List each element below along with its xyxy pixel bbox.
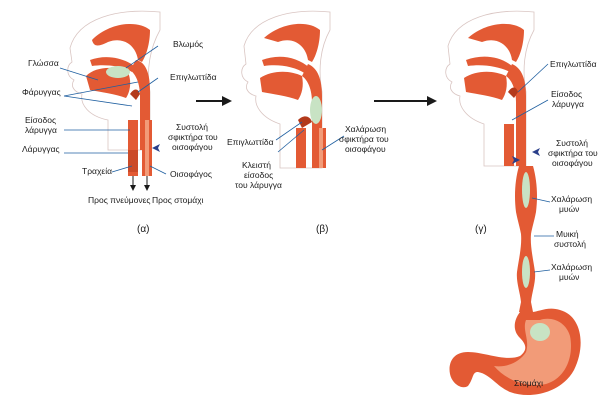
panel-a-nasal-cavity [92, 24, 150, 62]
label-epiglottida-a: Επιγλωττίδα [170, 72, 217, 82]
caption-b: (β) [316, 224, 328, 235]
panel-a-palate [90, 57, 134, 72]
panel-c-tongue [464, 71, 507, 100]
label-systoli-a-3: οισοφάγου [172, 142, 213, 152]
panel-b-epiglottis [298, 116, 312, 128]
label-eisodos-a-2: λάρυγγα [25, 125, 57, 135]
label-oisofagos: Οισοφάγος [170, 169, 212, 179]
label-pros-pnevmones: Προς πνεύμονες [88, 195, 150, 205]
panel-c-epiglottis [508, 87, 518, 98]
panel-a-down-arrows [130, 176, 150, 191]
panel-b-palate [262, 56, 310, 74]
label-stomachi: Στομάχι [514, 378, 543, 388]
label-larygas: Λάρυγγας [22, 144, 60, 154]
label-chalarosi-b-3: οισοφάγου [345, 144, 386, 154]
panel-b-bolus [310, 96, 322, 124]
label-chalarosi-b-2: σφικτήρα του [339, 134, 389, 144]
label-myiki-2: συστολή [554, 239, 586, 249]
caption-c: (γ) [475, 224, 487, 235]
panel-c-nasal-cavity [468, 23, 524, 62]
panel-a-bolus [106, 66, 130, 78]
panel-c-sphincter-arrow-left [512, 156, 520, 164]
panel-a-trachea-rings [128, 150, 138, 172]
panel-c-palate [466, 56, 512, 72]
arrow-b-to-c [374, 96, 437, 106]
label-tracheia: Τραχεία [82, 166, 112, 176]
label-systoli-a-2: σφικτήρα του [168, 132, 218, 142]
panel-c-bolus-upper [522, 172, 530, 208]
label-epiglottida-b: Επιγλωττίδα [227, 137, 274, 147]
label-kleisti-1: Κλειστή [242, 160, 271, 170]
label-vlomos: Βλωμός [173, 39, 203, 49]
panel-a-leader-lines [59, 45, 167, 175]
panel-b: Επιγλωττίδα Χαλάρωση σφικτήρα του οισοφά… [227, 10, 389, 235]
panel-c-bolus-lower [522, 256, 530, 288]
panel-c-stomach-inner [494, 318, 571, 386]
label-chalarosi-b-1: Χαλάρωση [345, 124, 386, 134]
caption-a: (α) [137, 224, 149, 235]
panel-b-leader-lines [275, 121, 345, 153]
panel-a-epiglottis [130, 89, 140, 100]
panel-b-trachea [296, 128, 306, 168]
label-farygas: Φάρυγγας [22, 87, 61, 97]
panel-b-nasal-cavity [264, 23, 320, 62]
label-pros-stomachi: Προς στομάχι [152, 195, 204, 205]
panel-a-sphincter-arrow [152, 144, 160, 152]
panel-b-esophagus-lumen [319, 128, 323, 168]
label-systoli-a-1: Συστολή [176, 122, 208, 132]
label-chalarosi-c2-2: μυών [559, 272, 579, 282]
panel-a-trachea [128, 120, 138, 176]
panel-c-esophagus [515, 166, 537, 312]
label-systoli-c-3: οισοφάγου [552, 158, 593, 168]
panel-c-bolus-stomach [530, 323, 550, 341]
label-glossa: Γλώσσα [28, 58, 59, 68]
label-chalarosi-c2-1: Χαλάρωση [551, 262, 592, 272]
label-chalarosi-c1-2: μυών [559, 204, 579, 214]
label-chalarosi-c1-1: Χαλάρωση [551, 194, 592, 204]
label-eisodos-c-1: Είσοδος [551, 89, 582, 99]
label-kleisti-2: είσοδος [244, 170, 273, 180]
label-systoli-c-2: σφικτήρα του [548, 148, 598, 158]
label-myiki-1: Μυική [556, 229, 579, 239]
label-systoli-c-1: Συστολή [556, 138, 588, 148]
arrow-a-to-b [196, 96, 232, 106]
label-epiglottida-c: Επιγλωττίδα [550, 59, 597, 69]
panel-a-esophagus-lumen [145, 120, 149, 176]
panel-c-sphincter-arrow [532, 148, 540, 156]
panel-c: Επιγλωττίδα Είσοδος λάρυγγα Συστολή σφικ… [445, 10, 598, 396]
label-eisodos-a-1: Είσοδος [25, 115, 56, 125]
panel-c-leader-lines [511, 63, 554, 273]
label-kleisti-3: του λάρυγγα [235, 180, 282, 190]
panel-c-trachea [504, 124, 514, 166]
label-eisodos-c-2: λάρυγγα [552, 99, 584, 109]
panel-b-tongue [260, 71, 303, 100]
panel-a: Βλωμός Γλώσσα Επιγλωττίδα Φάρυγγας Είσοδ… [22, 10, 218, 235]
